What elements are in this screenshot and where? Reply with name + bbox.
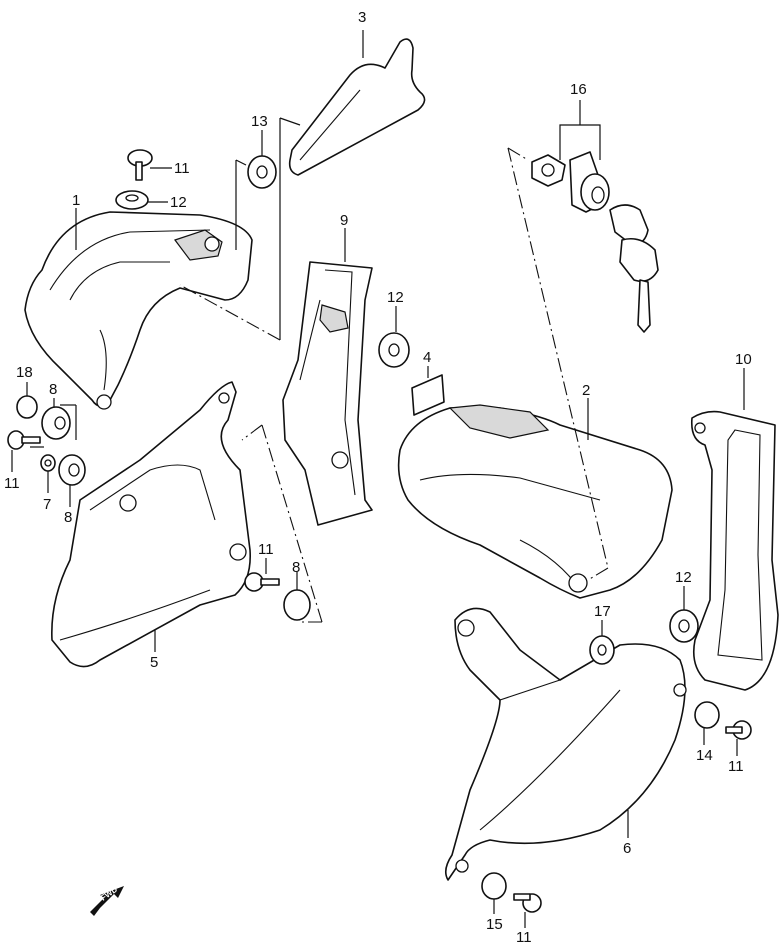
grommet-12-right — [669, 586, 699, 643]
callout-2: 2 — [582, 382, 590, 399]
callout-11: 11 — [174, 160, 190, 177]
callout-10: 10 — [735, 351, 752, 368]
collar-8-middle — [283, 572, 311, 621]
bolt-11-right — [725, 720, 752, 756]
callout-13: 13 — [251, 113, 268, 130]
callout-14: 14 — [696, 747, 713, 764]
bolt-11-left — [7, 430, 41, 472]
part-16-key-lock — [531, 100, 659, 333]
callout-11: 11 — [4, 475, 20, 492]
callout-3: 3 — [358, 9, 366, 26]
callout-16: 16 — [570, 81, 587, 98]
callout-15: 15 — [486, 916, 503, 933]
part-1-side-cover-left — [24, 211, 253, 410]
grommet-17 — [589, 620, 615, 665]
callout-12: 12 — [675, 569, 692, 586]
callout-17: 17 — [594, 603, 611, 620]
callout-11: 11 — [516, 929, 532, 946]
fwd-arrow-icon: FWD — [90, 885, 124, 916]
bolt-11-bottom — [513, 893, 542, 928]
bolt-11-middle — [244, 558, 280, 592]
bolt-11-top — [127, 149, 172, 181]
callout-8: 8 — [292, 559, 300, 576]
callout-8: 8 — [64, 509, 72, 526]
callout-12: 12 — [387, 289, 404, 306]
grommet-12-middle — [378, 306, 410, 368]
callout-9: 9 — [340, 212, 348, 229]
cushion-14 — [694, 701, 720, 745]
part-9-bracket — [282, 228, 373, 526]
callout-4: 4 — [423, 349, 431, 366]
washer-7 — [40, 454, 56, 493]
cushion-15 — [481, 872, 507, 914]
callout-6: 6 — [623, 840, 631, 857]
callout-labels: 3 16 13 11 12 1 9 12 4 10 18 8 2 11 7 8 … — [4, 9, 752, 946]
callout-1: 1 — [72, 192, 80, 209]
callout-7: 7 — [43, 496, 51, 513]
collar-8-upper — [41, 398, 71, 440]
part-2-side-cover-right — [397, 404, 673, 599]
callout-11: 11 — [728, 758, 744, 775]
callout-12: 12 — [170, 194, 187, 211]
collar-8-lower — [58, 454, 86, 507]
callout-11: 11 — [258, 541, 274, 558]
assembly-lines — [30, 117, 629, 838]
callout-18: 18 — [16, 364, 33, 381]
part-6-frame-cover-right — [444, 607, 687, 881]
part-3-cover — [288, 30, 426, 176]
cushion-18 — [16, 382, 38, 419]
part-10-bracket-right — [690, 368, 779, 691]
fwd-label: FWD — [99, 885, 119, 903]
callout-8: 8 — [49, 381, 57, 398]
part-5-frame-cover-left — [51, 381, 252, 668]
grommet-13 — [247, 130, 277, 189]
part-4-plate — [411, 366, 445, 416]
callout-5: 5 — [150, 654, 158, 671]
grommet-12-top-left — [115, 190, 168, 210]
